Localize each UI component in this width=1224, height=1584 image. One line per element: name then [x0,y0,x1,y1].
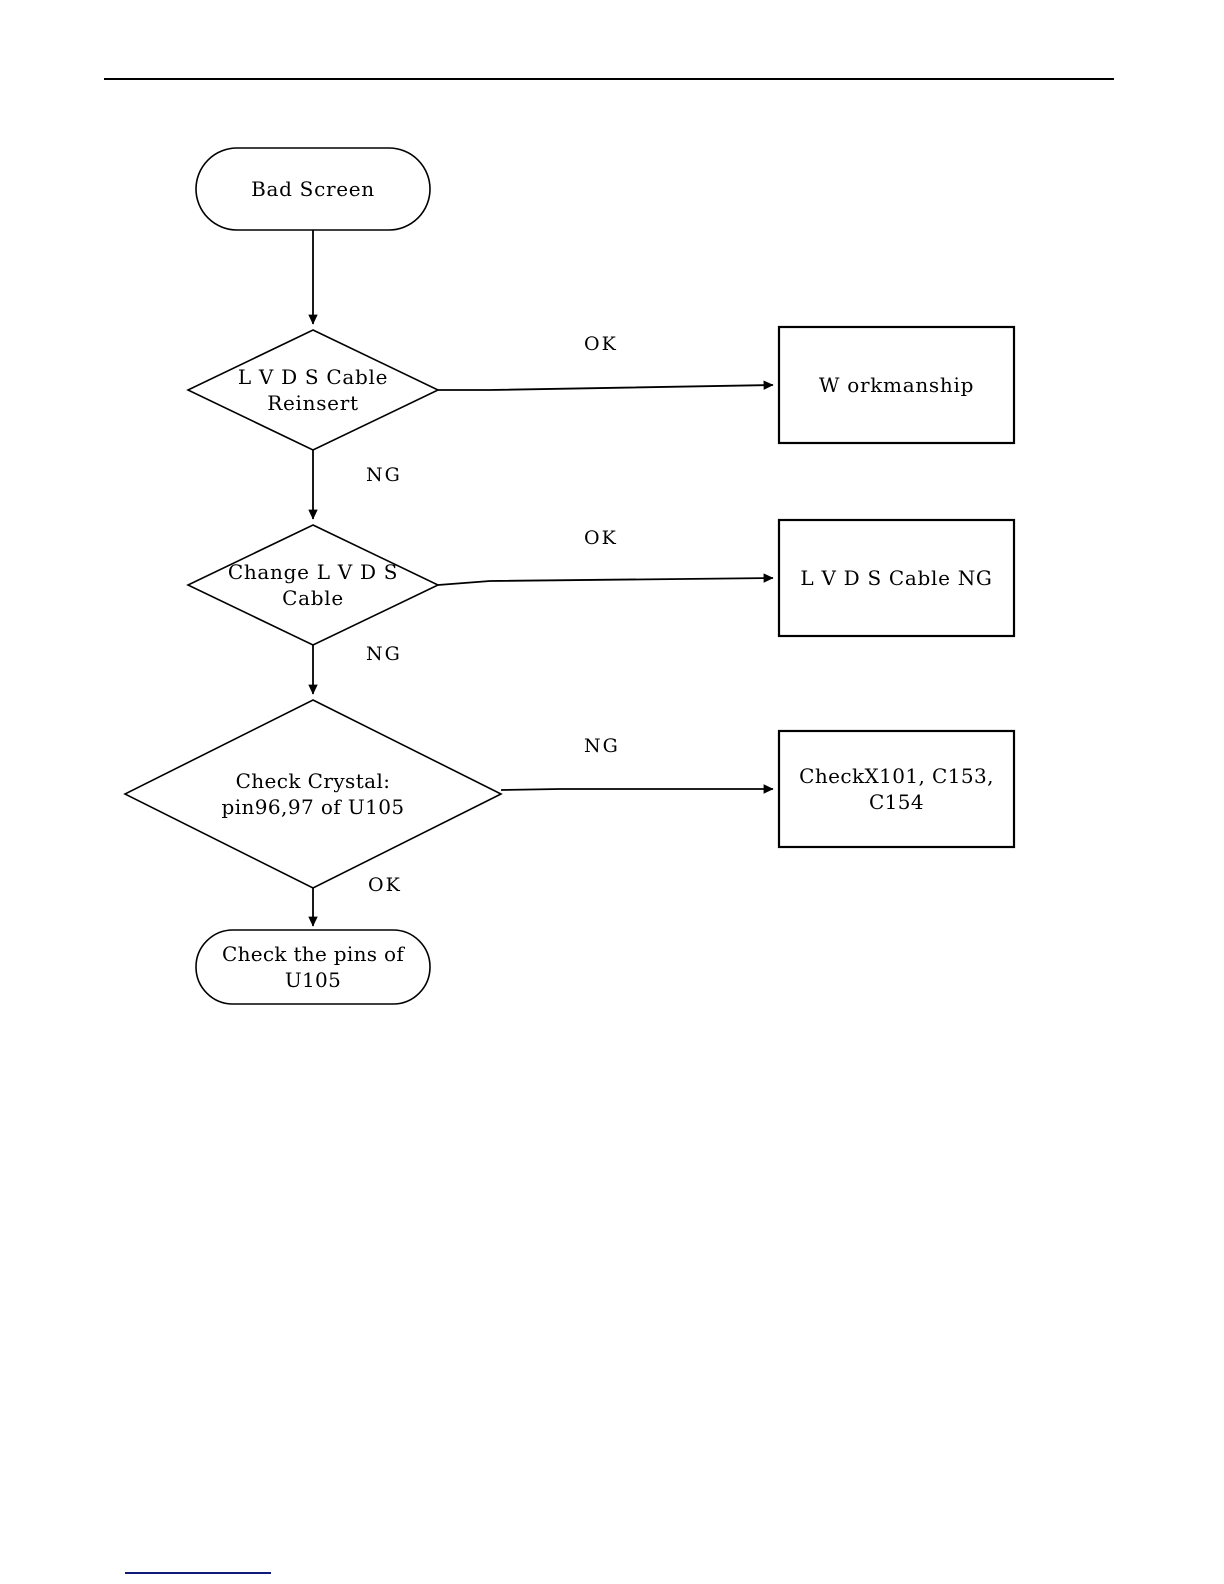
connector-check-crystal-ng-to-check-x101 [500,784,774,794]
node-decision-check-crystal[interactable] [125,700,501,888]
edge-label-lvds-reinsert-ng: NG [366,464,402,486]
node-workmanship[interactable] [779,327,1014,443]
edge-label-check-crystal-ok: OK [368,874,402,896]
node-shape-check-x101 [777,729,1016,849]
header-rule [104,78,1114,80]
footer-rule [125,1572,271,1574]
node-lvds-cable-ng[interactable] [779,520,1014,636]
connector-change-lvds-ok-to-lvds-cable-ng [437,573,774,586]
edge-label-change-lvds-ng: NG [366,643,402,665]
node-check-x101[interactable] [779,731,1014,847]
node-decision-lvds-reinsert[interactable] [188,330,438,450]
node-start[interactable] [196,148,430,230]
node-shape-lvds-cable-ng [777,518,1016,638]
edge-label-change-lvds-ok: OK [584,527,618,549]
connector-lvds-reinsert-ok-to-workmanship [438,380,774,391]
edge-label-check-crystal-ng: NG [584,735,620,757]
edge-label-lvds-reinsert-ok: OK [584,333,618,355]
node-shape-workmanship [777,325,1016,445]
node-end[interactable] [196,930,430,1004]
node-decision-change-lvds-cable[interactable] [188,525,438,645]
node-shape-end [195,929,431,1005]
